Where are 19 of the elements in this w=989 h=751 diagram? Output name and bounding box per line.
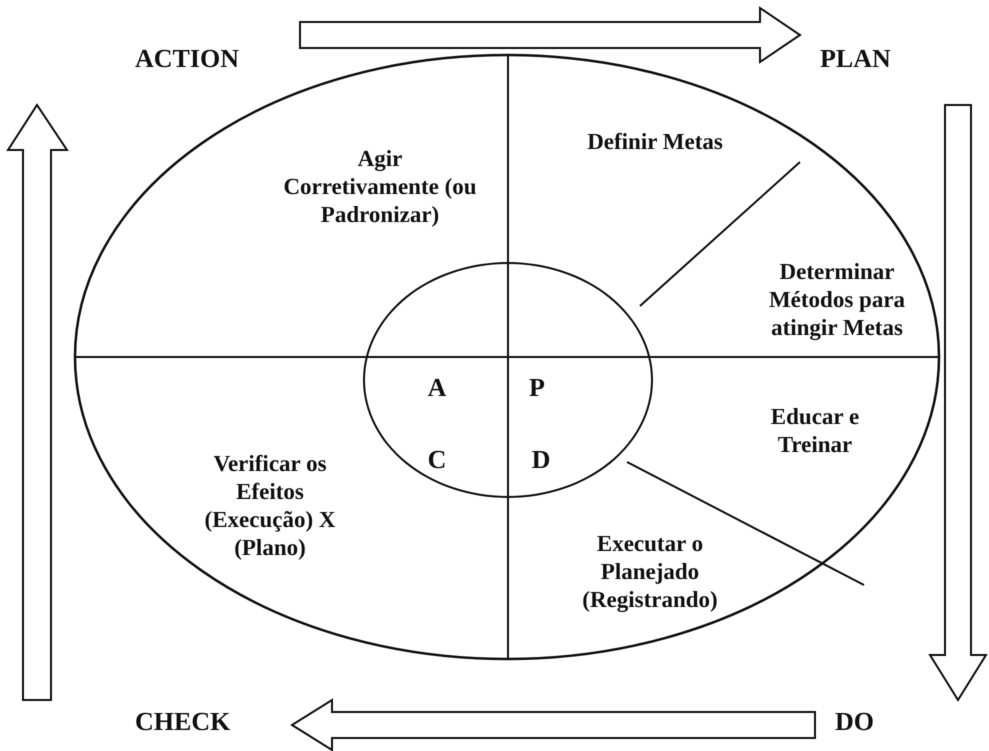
sector-text: Verificar os Efeitos (Execução) X (Plano): [185, 450, 355, 562]
block-arrow: [299, 6, 802, 64]
sector-text: Determinar Métodos para atingir Metas: [742, 258, 932, 342]
quadrant-letter: A: [428, 373, 446, 403]
sector-text: Educar e Treinar: [735, 403, 895, 459]
phase-label: PLAN: [820, 45, 891, 73]
block-arrow: [290, 698, 816, 751]
block-arrow: [6, 103, 69, 701]
quadrant-letter: D: [532, 445, 550, 475]
inner-circle: [363, 262, 653, 498]
phase-label: ACTION: [135, 45, 240, 73]
quadrant-letter: C: [428, 445, 446, 475]
phase-label: DO: [835, 708, 874, 736]
phase-label: CHECK: [135, 708, 230, 736]
quadrant-letter: P: [529, 373, 545, 403]
sector-text: Definir Metas: [580, 128, 730, 156]
sector-text: Agir Corretivamente (ou Padronizar): [280, 145, 480, 229]
sector-text: Executar o Planejado (Registrando): [570, 530, 730, 614]
block-arrow: [928, 104, 988, 702]
